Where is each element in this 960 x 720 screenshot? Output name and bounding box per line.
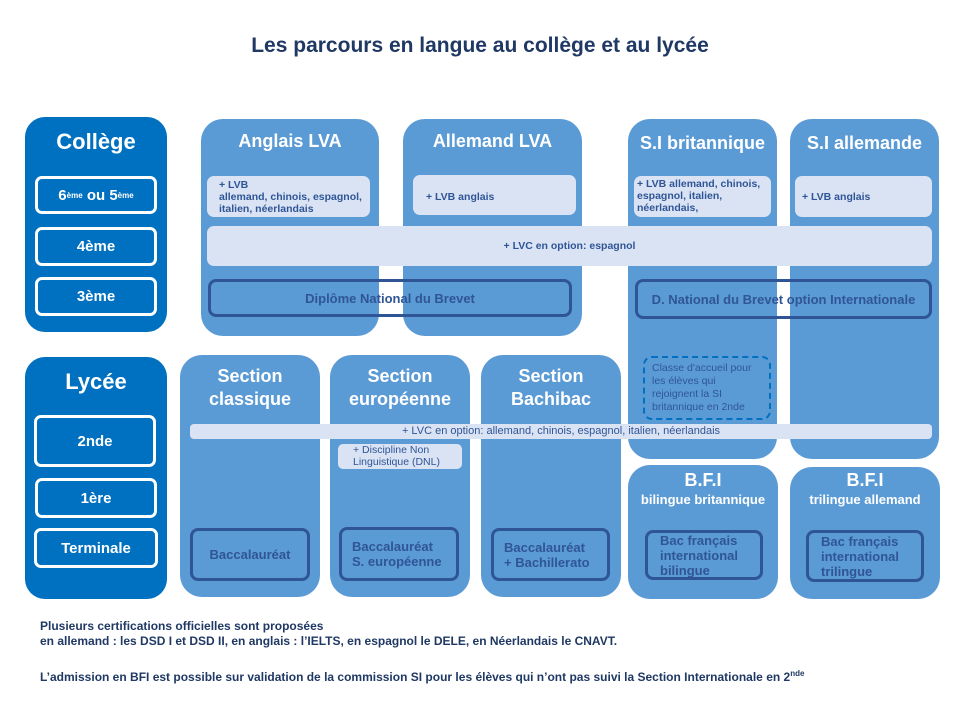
bfi-allemand: B.F.I trilingue allemand (790, 467, 940, 599)
lvb-line: espagnol, italien, (637, 190, 723, 202)
section-title: Section (367, 366, 433, 386)
track-title: S.I allemande (806, 133, 923, 153)
track-title: Anglais LVA (238, 131, 342, 151)
diploma-line: Baccalauréat (504, 539, 585, 555)
section-subtitle: bilingue britannique (640, 492, 766, 507)
dnl-note: + Discipline Non Linguistique (DNL) (338, 444, 462, 469)
note-line: + Discipline Non (353, 444, 430, 456)
level-sup: ème (117, 190, 134, 200)
lvb-line: + LVB allemand, chinois, (637, 178, 761, 190)
lycee-label: Lycée (65, 369, 127, 394)
lvc-lycee-bar: + LVC en option: allemand, chinois, espa… (190, 424, 932, 439)
diploma-line: Bac français (660, 532, 738, 548)
section-title: B.F.I (846, 470, 884, 490)
note-line: Linguistique (DNL) (353, 456, 440, 468)
diploma-line: bilingue (660, 562, 710, 578)
diploma-line: Bac français (821, 533, 899, 549)
diploma-line: + Bachillerato (504, 554, 590, 570)
level-terminale: Terminale (34, 528, 158, 568)
diploma-line: international (660, 547, 739, 563)
bac-classique: Baccalauréat (190, 528, 310, 581)
note-line: rejoignent la SI (652, 388, 723, 400)
level-3eme: 3ème (35, 277, 157, 316)
section-title: B.F.I (684, 470, 722, 490)
footer-line: en allemand : les DSD I et DSD II, en an… (40, 634, 618, 648)
section-title: Section (518, 366, 584, 386)
section-bachibac: Section Bachibac (481, 355, 621, 597)
page-title: Les parcours en langue au collège et au … (251, 34, 709, 57)
footer-certifications: Plusieurs certifications officielles son… (40, 619, 617, 649)
level-sup: ème (66, 190, 83, 200)
bac-europeenne: Baccalauréat S. européenne (339, 527, 459, 581)
section-title: européenne (348, 389, 452, 409)
lvc-college-bar: + LVC en option: espagnol (207, 226, 932, 266)
footer-admission: L’admission en BFI est possible sur vali… (40, 666, 804, 685)
note-line: britannique en 2nde (652, 401, 745, 413)
lvb-allemand-track: + LVB anglais (413, 175, 576, 215)
footer-sup: nde (790, 669, 805, 678)
track-title: S.I britannique (639, 133, 765, 153)
track-title: Allemand LVA (432, 131, 553, 151)
note-line: Classe d'accueil pour (652, 362, 752, 374)
lvb-line: néerlandais, (637, 202, 699, 214)
section-title: Section (217, 366, 283, 386)
bac-bfi-trilingue: Bac français international trilingue (806, 530, 924, 582)
level-1ere: 1ère (35, 478, 157, 518)
footer-line: L’admission en BFI est possible sur vali… (40, 670, 791, 684)
level-text: 6 (58, 186, 67, 204)
section-europeenne: Section européenne (330, 355, 470, 597)
lvb-line: italien, néerlandais (219, 203, 314, 215)
college-label: Collège (56, 129, 136, 154)
bac-bachibac: Baccalauréat + Bachillerato (491, 528, 610, 581)
diploma-line: Baccalauréat (352, 539, 433, 554)
diploma-line: S. européenne (352, 554, 442, 569)
level-4eme: 4ème (35, 227, 157, 266)
section-classique: Section classique (180, 355, 320, 597)
bac-bfi-bilingue: Bac français international bilingue (645, 530, 763, 580)
diploma-line: trilingue (821, 563, 873, 579)
diploma-line: international (821, 548, 900, 564)
lvb-anglais-track: + LVB allemand, chinois, espagnol, itali… (207, 176, 370, 217)
section-title: Bachibac (510, 389, 592, 409)
lvb-line: allemand, chinois, espagnol, (219, 191, 362, 203)
lvb-si-all: + LVB anglais (795, 176, 932, 217)
track-si-allemande: S.I allemande (790, 119, 939, 459)
section-subtitle: trilingue allemand (809, 492, 921, 507)
lvb-line: + LVB (219, 179, 249, 191)
level-text: ou 5 (82, 186, 118, 204)
lvb-si-brit: + LVB allemand, chinois, espagnol, itali… (634, 176, 771, 217)
level-2nde: 2nde (34, 415, 156, 467)
classe-accueil-note: Classe d'accueil pour les élèves qui rej… (643, 356, 771, 420)
footer-line: Plusieurs certifications officielles son… (40, 619, 324, 633)
track-si-britannique: S.I britannique (628, 119, 777, 459)
section-title: classique (208, 389, 292, 409)
note-line: les élèves qui (652, 375, 716, 387)
dnb-international-diploma: D. National du Brevet option Internation… (635, 279, 932, 319)
dnb-diploma: Diplôme National du Brevet (208, 279, 572, 317)
